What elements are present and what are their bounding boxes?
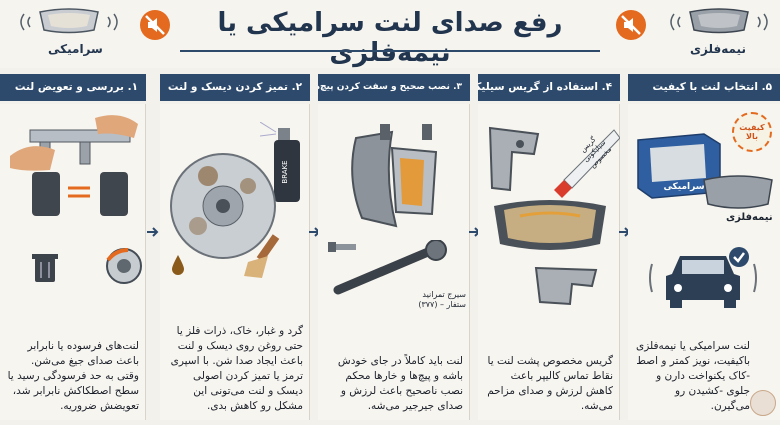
torque-spec-label: سیرج تمرانید ستفار – (۳۷۷) xyxy=(400,290,466,310)
corner-logo-icon xyxy=(750,390,776,416)
step5-text: لنت سرامیکی یا نیمه‌فلزی باکیفیت، نویز ک… xyxy=(636,340,750,412)
grease-tube-icon: گریس سیلیکونی مخصوص xyxy=(544,120,620,200)
step4-panel: گریس سیلیکونی مخصوص گریس مخصوص پشت لنت ی… xyxy=(478,104,620,420)
step4-text: گریس مخصوص پشت لنت یا نقاط تماس کالیپر ب… xyxy=(487,355,613,412)
step2-panel: BRAKE گرد و غبار، خاک، ذرات فلز یا حتی ر… xyxy=(160,104,310,420)
step5-heading: ۵. انتخاب لنت با کیفیت xyxy=(628,74,780,101)
spray-can-icon: BRAKE xyxy=(260,122,304,206)
brake-disc-icon xyxy=(104,246,144,286)
bracket-icon xyxy=(484,124,544,194)
page-title: رفع صدای لنت سرامیکی یا نیمه‌فلزی xyxy=(217,8,563,68)
step1-panel: لنت‌های فرسوده یا نابرابر باعث صدای جیغ … xyxy=(0,104,146,420)
torque-label: سیرج تمرانید xyxy=(422,290,466,299)
sound-waves-right-icon xyxy=(664,8,774,36)
title-underline xyxy=(180,50,600,52)
step2-heading: ۲. تمیز کردن دیسک و لنت xyxy=(160,74,310,101)
ceramic-label: سرامیکی xyxy=(48,42,103,56)
car-icon xyxy=(648,244,758,314)
svg-text:BRAKE: BRAKE xyxy=(281,160,289,183)
pad-label: نیمه‌فلزی xyxy=(726,212,773,223)
brush-icon xyxy=(238,232,292,282)
semi-metallic-label: نیمه‌فلزی xyxy=(690,42,746,56)
badge-text: کیفیت بالا xyxy=(739,123,765,141)
sound-waves-left-icon xyxy=(14,8,118,36)
box-label: سرامیکی xyxy=(663,182,705,192)
pad-box-icon: سرامیکی xyxy=(634,126,724,200)
step1-heading: ۱. بررسی و تعویض لنت xyxy=(0,74,146,101)
step4-heading: ۴. استفاده از گریس سیلیکونی xyxy=(478,74,620,101)
check-icon xyxy=(728,246,750,268)
header: سرامیکی رفع صدای لنت سرامیکی یا نیمه‌فلز… xyxy=(0,0,780,68)
caliper-gauge-icon xyxy=(10,110,140,220)
brake-pad-icon xyxy=(490,196,610,256)
torque-wrench-icon xyxy=(332,240,462,300)
ceramic-pad-icon xyxy=(34,6,104,36)
torque-value: ستفار – (۳۷۷) xyxy=(418,300,466,309)
mute-speaker-left-icon xyxy=(140,10,170,40)
bolt-icon xyxy=(328,238,358,256)
quality-badge: کیفیت بالا xyxy=(732,112,772,152)
oil-drop-icon xyxy=(170,254,186,276)
semi-metallic-pad-icon xyxy=(684,6,754,36)
bracket-bottom-icon xyxy=(532,264,602,308)
step2-text: گرد و غبار، خاک، ذرات فلز یا حتی روغن رو… xyxy=(170,325,303,412)
caliper-icon xyxy=(336,118,456,238)
step3-heading: ۳. نصب صحیح و سفت کردن پیچ‌ها xyxy=(318,74,470,101)
step1-text: لنت‌های فرسوده یا نابرابر باعث صدای جیغ … xyxy=(7,340,139,412)
arrow-right-icon xyxy=(146,225,160,239)
brake-disc-icon xyxy=(168,146,278,266)
mute-speaker-right-icon xyxy=(616,10,646,40)
semi-metallic-pad-icon xyxy=(700,172,776,212)
step3-panel: سیرج تمرانید ستفار – (۳۷۷) لنت باید کامل… xyxy=(318,104,470,420)
trash-icon xyxy=(28,250,62,284)
step3-text: لنت باید کاملاً در جای خودش باشه و پیچ‌ه… xyxy=(337,355,463,412)
step5-panel: سرامیکی کیفیت بالا نیمه‌فلزی لنت سرامیکی… xyxy=(628,104,780,420)
